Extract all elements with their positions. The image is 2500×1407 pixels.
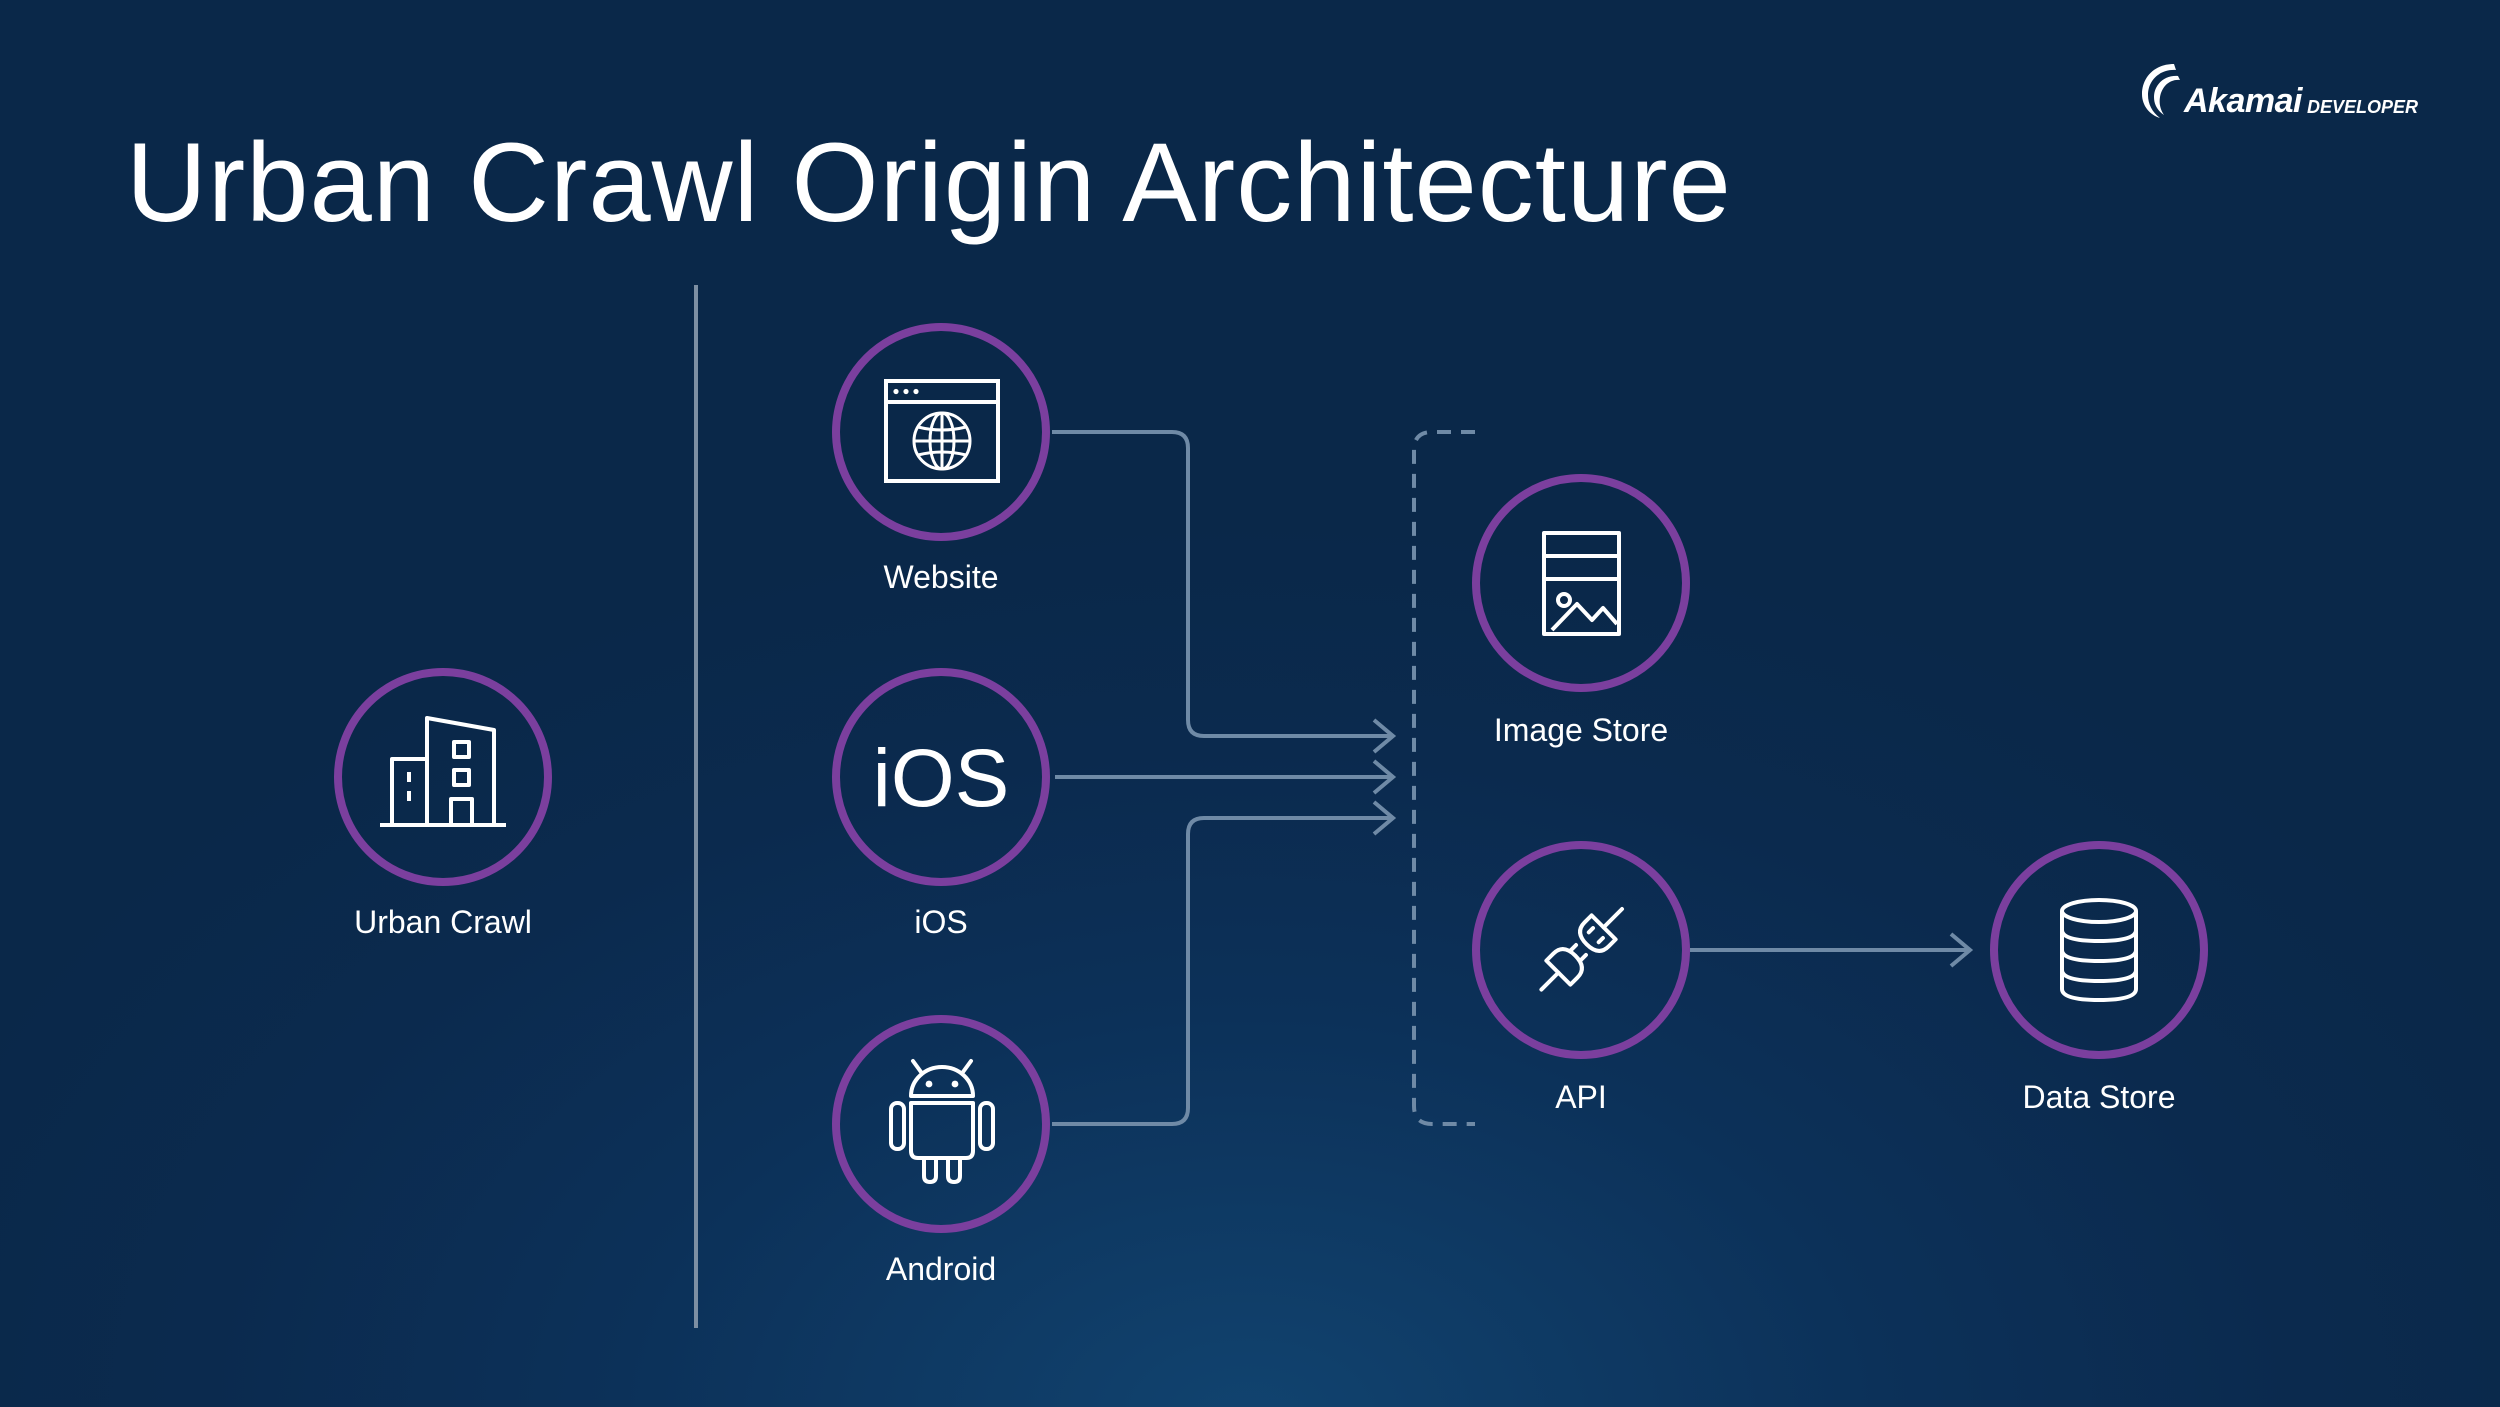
arrowhead-ios — [1372, 759, 1397, 795]
logo-brand-text: Akamai — [2184, 82, 2302, 120]
building-icon — [380, 716, 506, 827]
database-icon — [2060, 898, 2138, 1003]
label-urban-crawl: Urban Crawl — [354, 904, 532, 940]
node-urban-crawl — [334, 668, 552, 886]
node-image-store — [1472, 474, 1690, 692]
node-website — [832, 323, 1050, 541]
connector-website — [1052, 430, 1393, 738]
arrowhead-datastore — [1949, 932, 1974, 968]
node-android — [832, 1015, 1050, 1233]
dashed-group-bracket — [1412, 430, 1475, 1126]
browser-globe-icon — [884, 379, 1000, 483]
label-image-store: Image Store — [1493, 712, 1669, 748]
node-ring — [1990, 841, 2208, 1059]
node-ring — [832, 668, 1050, 886]
node-ring — [832, 1015, 1050, 1233]
arrowhead-website — [1372, 718, 1397, 754]
arrowhead-android — [1372, 800, 1397, 836]
node-api — [1472, 841, 1690, 1059]
node-ring — [334, 668, 552, 886]
node-ring — [1472, 474, 1690, 692]
label-data-store: Data Store — [2022, 1079, 2176, 1115]
node-data-store — [1990, 841, 2208, 1059]
akamai-wave-icon — [2142, 64, 2180, 118]
ios-text-icon: iOS — [873, 733, 1010, 824]
image-storage-icon — [1542, 531, 1621, 636]
label-website: Website — [883, 559, 999, 595]
connector-android — [1052, 816, 1393, 1126]
android-icon — [889, 1059, 995, 1184]
node-ring — [1472, 841, 1690, 1059]
node-ring — [832, 323, 1050, 541]
slide-title: Urban Crawl Origin Architecture — [126, 120, 1732, 245]
plug-icon — [1539, 906, 1625, 992]
label-ios: iOS — [914, 904, 968, 940]
akamai-developer-logo: Akamai DEVELOPER — [2140, 58, 2418, 120]
label-android: Android — [885, 1251, 997, 1287]
node-ios: iOS — [832, 668, 1050, 886]
label-api: API — [1555, 1079, 1607, 1115]
logo-sub-text: DEVELOPER — [2306, 97, 2418, 117]
